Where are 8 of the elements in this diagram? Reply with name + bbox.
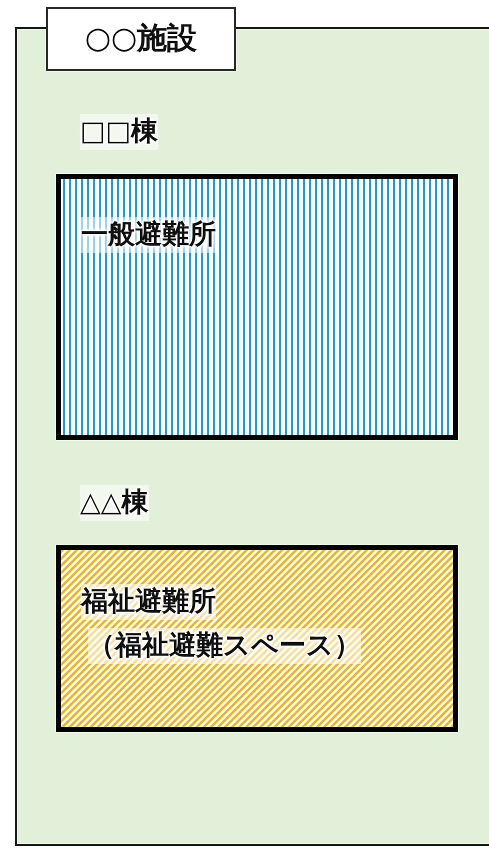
shelter-label: 一般避難所 xyxy=(81,217,216,253)
shelter-label: 福祉避難所 xyxy=(81,584,216,620)
facility-title: ○○施設 xyxy=(46,7,236,71)
shelter-box xyxy=(56,174,458,440)
building-label: △△棟 xyxy=(80,485,149,521)
shelter-label: （福祉避難スペース） xyxy=(88,628,361,664)
shelter-box xyxy=(56,545,458,732)
building-label: □□棟 xyxy=(80,114,158,150)
